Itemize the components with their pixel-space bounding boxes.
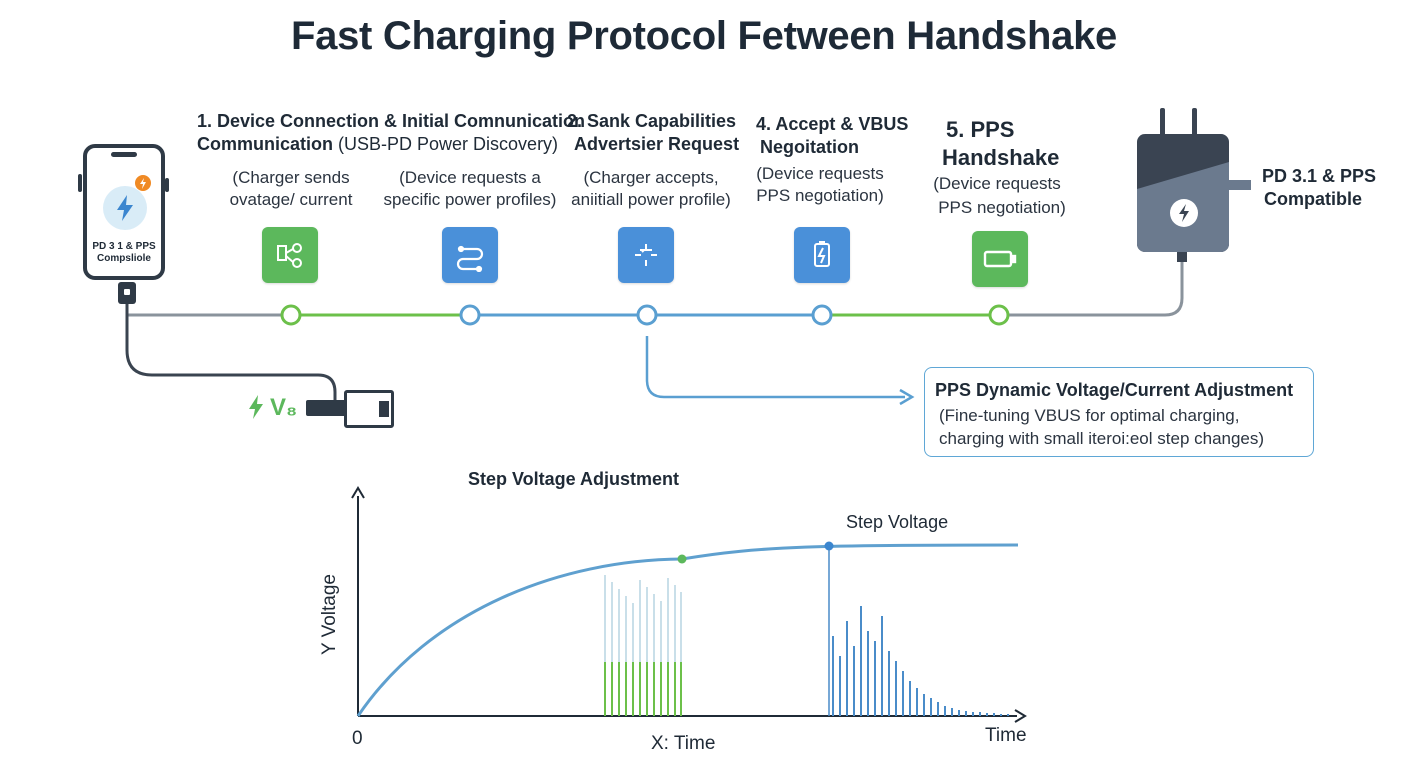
battery-bolt-icon [794,227,850,283]
pps-adjustment-box: PPS Dynamic Voltage/Current Adjustment (… [924,367,1314,457]
step-5-heading-1: 5. PPS [946,117,1015,142]
phone-side-button [78,174,82,192]
timeline-node-4 [811,304,833,326]
step-5-heading-2: Handshake [942,145,1060,170]
charger-cable-stub [1177,252,1187,262]
discovery-icon [262,227,318,283]
lightning-icon [103,186,147,230]
charger-lightning-icon [1170,199,1198,227]
usb-connector-body [306,400,346,416]
branch-line [645,336,905,399]
charger-prong-right [1192,108,1197,136]
step-4-desc-2: PPS negotiation) [756,186,884,205]
step-1-heading-1: 1. Device Connection & Initial Comnunica… [197,111,586,131]
step-4-desc-1: (Device requests [756,164,884,183]
charger-port [1229,180,1251,190]
request-icon [442,227,498,283]
phone-label-1: PD 3 1 & PPS [92,241,156,252]
timeline-node-2 [459,304,481,326]
phone-side-button-right [165,178,169,192]
timeline-node-5 [988,304,1010,326]
step-4-heading-2: Negoitation [760,137,859,157]
phone-cable-line [125,300,337,405]
cable-bolt-icon [247,394,265,425]
y-axis-label: Y Voltage [319,573,340,655]
phone-label-2: Compsliole [97,253,151,264]
phone-notch [111,152,137,157]
step-voltage-annotation: Step Voltage [846,512,949,532]
step-1-heading-2: Communication (USB-PD Power Discovery) [197,134,559,154]
x-axis-end-label: Time [985,725,1027,746]
step-1-desc-2: ovatage/ current [229,190,353,209]
page-title: Fast Charging Protocol Fetween Handshake [291,14,1117,58]
voltage-curve [356,543,1019,717]
step-5-desc-1: (Device requests [933,174,1061,193]
timeline-node-1 [280,304,302,326]
x-axis-arrow-icon [1014,709,1027,723]
pps-adjustment-line-1: (Fine-tuning VBUS for optimal charging, [939,406,1240,425]
pps-adjustment-line-2: charging with small iteroi:eol step chan… [939,429,1265,448]
charger-label-1: PD 3.1 & PPS [1262,166,1377,186]
step-3-desc-2: aniitiall power profile) [571,190,731,209]
charger-prong-left [1160,108,1165,136]
charger-cable-line [1000,252,1184,317]
curve-point-green [677,554,687,564]
x-origin-label: 0 [352,728,363,749]
step-1-desc-1: (Charger sends [232,168,350,187]
battery-icon [972,231,1028,287]
step-2-desc-2: specific power profiles) [383,190,557,209]
phone-device: PD 3 1 & PPS Compsliole [83,144,165,280]
usb-connector-plug [344,390,394,428]
step-3-heading-1: 2. Sank Capabilities [567,111,737,131]
pps-adjustment-title: PPS Dynamic Voltage/Current Adjustment [935,380,1294,400]
step-3-desc-1: (Charger accepts, [583,168,719,187]
charger-label-2: Compatible [1264,189,1363,209]
accept-icon [618,227,674,283]
chart-title: Step Voltage Adjustment [468,469,680,489]
step-4-heading-1: 4. Accept & VBUS [756,114,909,134]
timeline-node-3 [636,304,658,326]
curve-point-blue [824,541,834,551]
step-3-heading-2: Advertsier Request [574,134,740,154]
phone-usb-plug [118,282,136,304]
charger-device [1137,134,1229,252]
step-2-desc-1: (Device requests a [399,168,541,187]
charging-badge-icon [135,175,151,191]
cable-voltage-label: V₈ [270,394,298,421]
step-5-desc-2: PPS negotiation) [938,198,1066,217]
y-axis-arrow-icon [351,486,365,499]
x-axis-label: X: Time [651,733,716,754]
branch-arrow-icon [899,388,915,406]
